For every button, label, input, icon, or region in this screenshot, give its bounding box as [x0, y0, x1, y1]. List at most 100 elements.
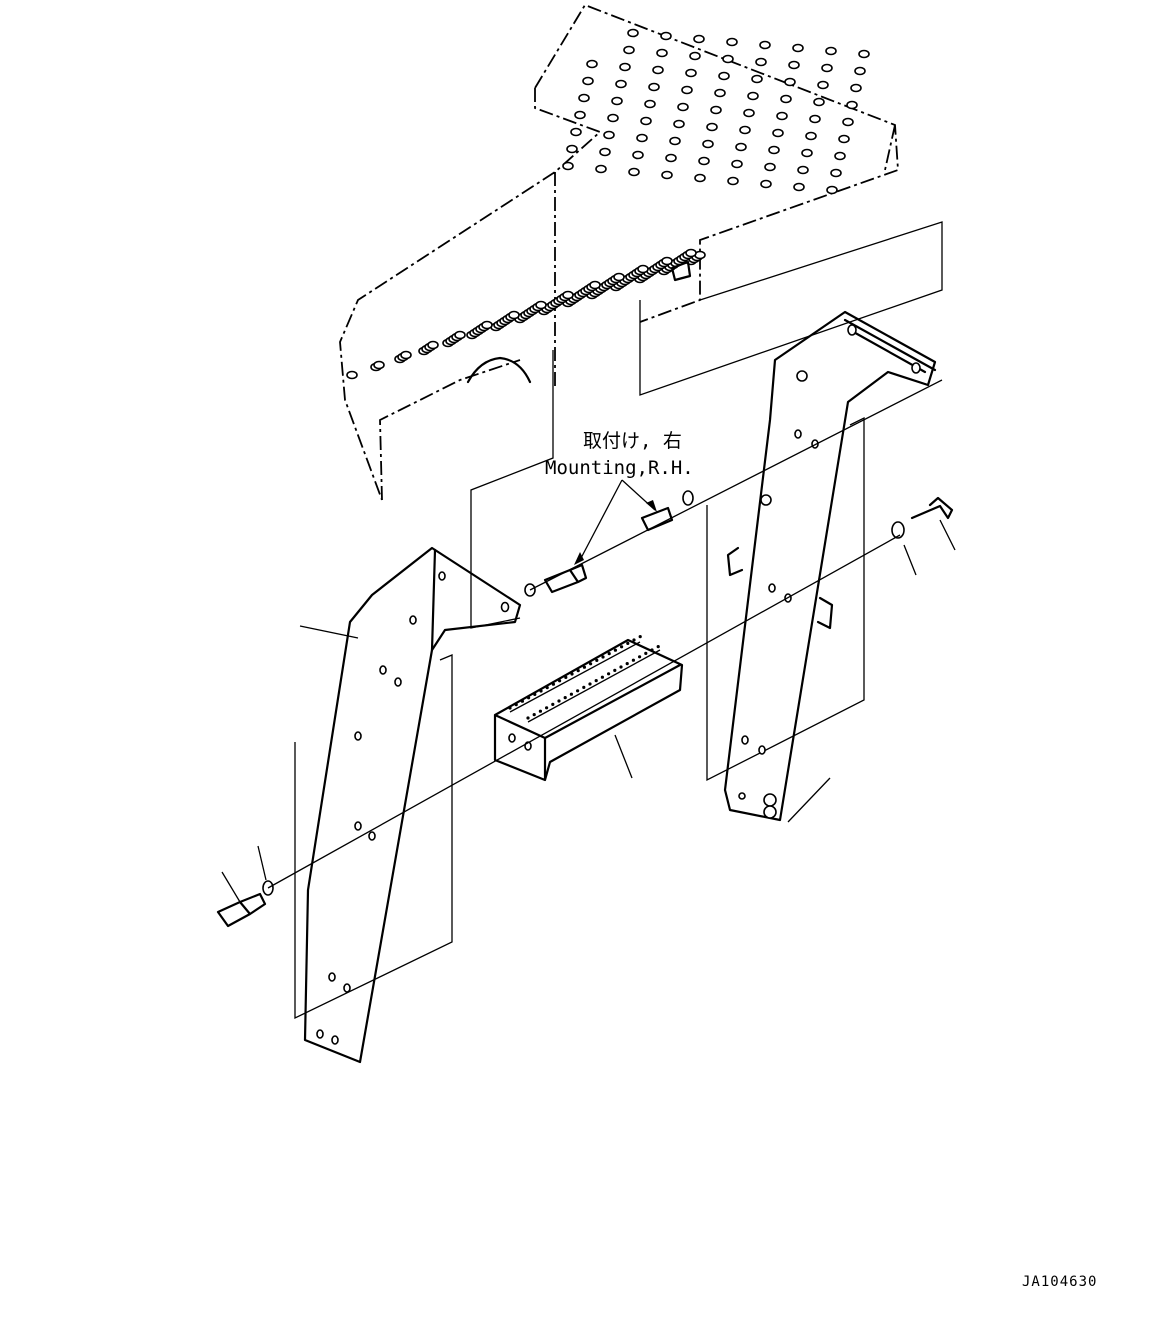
step-tooth: [545, 706, 549, 710]
drawing-code: JA104630: [1022, 1274, 1097, 1290]
step-tooth: [538, 709, 543, 713]
right-bracket-flange: [843, 318, 937, 374]
step-tooth: [582, 685, 586, 690]
cover-hole: [574, 110, 586, 120]
bolt: [216, 880, 274, 928]
left-bracket-hole: [368, 831, 376, 841]
cover-hole: [660, 31, 672, 41]
cover-hole: [693, 34, 705, 44]
right-bracket-nut: [760, 494, 772, 506]
cover-hole: [562, 290, 574, 300]
step-serrations: [508, 635, 660, 720]
step-tooth: [563, 696, 567, 700]
cover-hole: [813, 97, 825, 107]
left-bracket-hole: [343, 983, 351, 993]
cover-hole: [755, 57, 767, 67]
cover-hole: [613, 272, 625, 282]
cover-hole: [846, 100, 858, 110]
cover-hole: [710, 105, 722, 115]
cover-hole: [681, 85, 693, 95]
cover-hole: [656, 48, 668, 58]
cover-hole: [454, 330, 466, 340]
left-bracket-hole: [328, 972, 336, 982]
cover-hole: [817, 80, 829, 90]
cover-hole: [623, 45, 635, 55]
step-tooth: [582, 665, 587, 669]
fasteners: [216, 490, 954, 928]
cover-hole: [578, 93, 590, 103]
cover-hole: [628, 167, 640, 177]
step-tooth: [620, 645, 624, 649]
cover-hole: [747, 91, 759, 101]
cover-hole: [821, 63, 833, 73]
cover-hole: [764, 162, 776, 172]
cover-hole: [669, 136, 681, 146]
step-tooth: [625, 662, 629, 666]
left-bracket-hole: [316, 1029, 324, 1039]
cover-hole: [706, 122, 718, 132]
cover-hole: [627, 28, 639, 38]
cover-hole: [854, 66, 866, 76]
step-tooth: [601, 655, 605, 659]
cover-hole: [508, 310, 520, 320]
cover-hole: [772, 128, 784, 138]
cover-hole: [805, 131, 817, 141]
right-bracket-clip: [816, 596, 834, 630]
step-tooth: [514, 703, 518, 707]
phantom-box-center: [470, 350, 554, 629]
bolt: [891, 496, 954, 539]
step-tooth: [545, 686, 549, 690]
step-cover: [339, 3, 899, 501]
step: [493, 635, 684, 782]
right-bracket-hole: [738, 792, 746, 800]
cover-hole: [665, 153, 677, 163]
cover-hole: [714, 88, 726, 98]
cover-perforations: [346, 28, 870, 380]
cover-hole: [603, 130, 615, 140]
left-bracket-hole: [331, 1035, 339, 1045]
left-bracket-edge: [430, 548, 437, 652]
step-tooth: [650, 648, 654, 652]
cover-hole: [780, 94, 792, 104]
cover-hole: [694, 173, 706, 183]
cover-hole: [677, 102, 689, 112]
cover-hole: [759, 40, 771, 50]
step-tooth: [557, 699, 561, 703]
cover-hole: [727, 176, 739, 186]
cover-hole: [858, 49, 870, 59]
left-bracket-hole: [500, 601, 510, 613]
left-bracket-outline: [303, 546, 522, 1064]
cover-hole: [784, 77, 796, 87]
phantom-boxes: [294, 221, 943, 1020]
step-tooth: [576, 669, 580, 673]
step-tooth: [594, 679, 598, 683]
step-tooth: [576, 689, 580, 693]
left-bracket-hole: [354, 821, 362, 831]
cover-hole: [566, 144, 578, 154]
cover-hole: [685, 248, 697, 258]
cover-hole: [586, 59, 598, 69]
cover-hole: [535, 300, 547, 310]
cover-hole: [726, 37, 738, 47]
cover-hole: [582, 76, 594, 86]
cover-hole: [615, 79, 627, 89]
cover-hole: [842, 117, 854, 127]
cover-hole: [792, 43, 804, 53]
step-tooth: [613, 648, 618, 652]
cover-hole: [830, 168, 842, 178]
cover-hole: [595, 164, 607, 174]
step-tooth: [526, 716, 530, 720]
cover-hole: [718, 71, 730, 81]
step-tooth: [600, 675, 605, 679]
left-bracket-hole: [394, 677, 402, 687]
cover-hole: [793, 182, 805, 192]
left-bracket-hole: [438, 571, 446, 581]
callout-label-en: Mounting,R.H.: [545, 457, 694, 479]
right-bracket: [723, 310, 937, 822]
cover-hole: [589, 280, 601, 290]
cover-hole: [722, 54, 734, 64]
cover-hole: [760, 179, 772, 189]
step-tooth: [533, 692, 537, 697]
cover-hole: [826, 185, 838, 195]
callout-label-jp: 取付け, 右: [583, 430, 682, 452]
